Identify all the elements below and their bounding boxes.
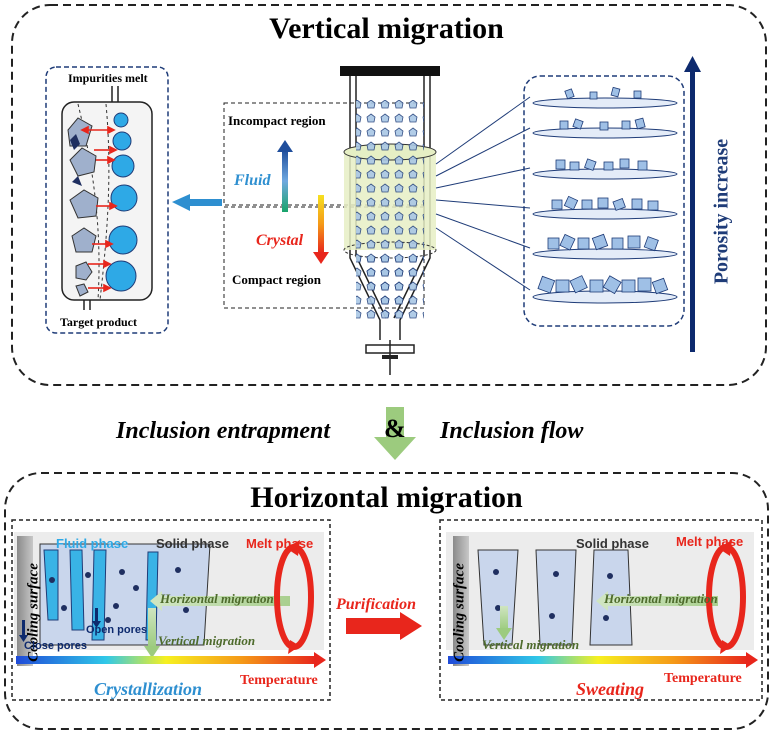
purification-arrow bbox=[346, 612, 422, 640]
horizontal-migration-label-right: Horizontal migration bbox=[604, 591, 718, 606]
flow-arrow-left bbox=[172, 194, 222, 211]
crystallization-label: Crystallization bbox=[94, 679, 203, 699]
temperature-label-left: Temperature bbox=[240, 673, 318, 688]
top-title: Vertical migration bbox=[269, 12, 504, 45]
target-product-label: Target product bbox=[60, 315, 138, 329]
inclusion-entrapment-label: Inclusion entrapment bbox=[116, 418, 331, 444]
cooling-surface-label-right: Cooling surface bbox=[451, 563, 468, 662]
middle-down-arrow bbox=[374, 407, 416, 460]
compact-region-label: Compact region bbox=[232, 272, 321, 287]
column-cap bbox=[340, 66, 440, 76]
open-pores-label: Open pores bbox=[86, 624, 148, 636]
incompact-region-label: Incompact region bbox=[228, 113, 326, 128]
temperature-label-right: Temperature bbox=[664, 671, 742, 686]
close-pores-label: Close pores bbox=[24, 640, 87, 652]
sweating-label: Sweating bbox=[576, 679, 645, 699]
fluid-arrow bbox=[277, 140, 293, 152]
inclusion-flow-label: Inclusion flow bbox=[440, 418, 584, 444]
melt-phase-label-left: Melt phase bbox=[246, 536, 314, 551]
bottom-section-border bbox=[4, 472, 769, 730]
impurities-melt-label: Impurities melt bbox=[68, 71, 148, 85]
left-panel-border bbox=[45, 66, 169, 334]
solid-phase-label-left: Solid phase bbox=[156, 536, 229, 551]
fluid-label: Fluid bbox=[234, 172, 271, 189]
crystal-arrow bbox=[313, 252, 329, 264]
porosity-arrow bbox=[684, 56, 701, 72]
bottom-title: Horizontal migration bbox=[250, 481, 523, 514]
right-panel-border bbox=[523, 75, 685, 327]
horizontal-migration-label-left: Horizontal migration bbox=[160, 591, 274, 606]
porosity-increase-label: Porosity increase bbox=[710, 138, 733, 285]
solid-phase-label-right: Solid phase bbox=[576, 536, 649, 551]
ampersand-label: & bbox=[384, 414, 406, 443]
cooling-surface-label-left: Cooling surface bbox=[25, 563, 42, 662]
melt-phase-label-right: Melt phase bbox=[676, 534, 744, 549]
fluid-phase-label: Fluid phase bbox=[56, 536, 129, 551]
crystal-label: Crystal bbox=[256, 232, 304, 249]
vertical-migration-label-right: Vertical migration bbox=[482, 637, 580, 652]
vertical-migration-label-left: Vertical migration bbox=[158, 633, 256, 648]
top-section-border bbox=[11, 4, 767, 386]
purification-label: Purification bbox=[336, 596, 417, 613]
